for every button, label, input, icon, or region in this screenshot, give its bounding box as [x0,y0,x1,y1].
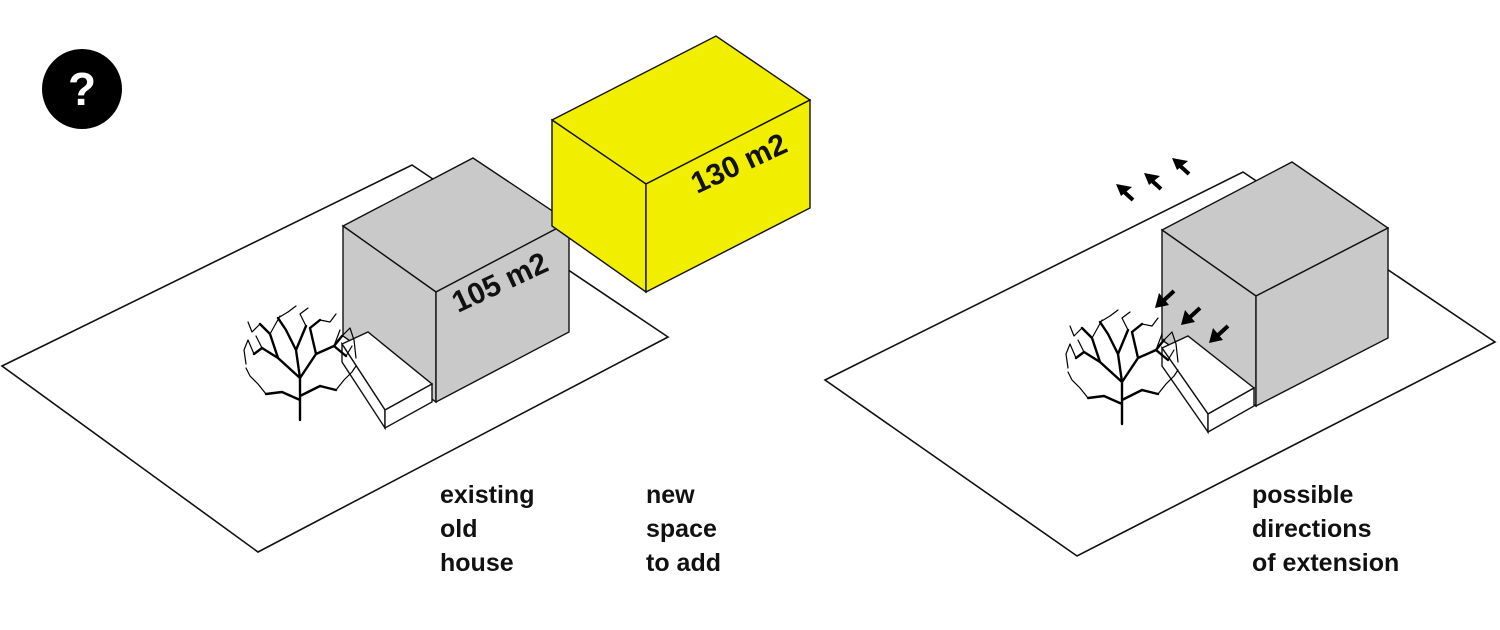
caption-line: existing [440,481,535,509]
tree-left [242,304,358,422]
terrace-block-left [340,331,434,431]
caption-line: space [646,515,717,543]
new-space-volume: 130 m2 [550,35,812,294]
arrow-down-icon [1181,306,1202,325]
caption-new-space: new space to add [646,478,721,580]
plot-right [823,171,1497,557]
existing-house-volume: 105 m2 [341,157,571,404]
arrows-front [1155,289,1230,343]
arrow-down-icon [1209,324,1230,343]
new-right-face [645,98,811,294]
arrow-up-icon [1172,158,1191,176]
arrows-back [1116,158,1191,202]
terrace-block-right [1160,335,1256,435]
caption-line: directions [1252,515,1372,543]
caption-line: new [646,481,695,509]
caption-line: possible [1252,481,1354,509]
house-right-face [435,220,570,404]
arrow-up-icon [1144,173,1163,191]
tree-right [1064,308,1180,426]
caption-existing-house: existing old house [440,478,534,580]
arrow-down-icon [1155,289,1176,308]
plot-left [0,164,670,553]
caption-line: of extension [1252,549,1400,577]
question-mark-icon: ? [42,49,122,129]
caption-directions: possible directions of extension [1252,478,1399,580]
caption-line: house [440,549,514,577]
existing-house-volume-right [1160,161,1390,408]
caption-line: old [440,515,478,543]
arrow-up-icon [1116,184,1135,202]
caption-line: to add [646,549,721,577]
